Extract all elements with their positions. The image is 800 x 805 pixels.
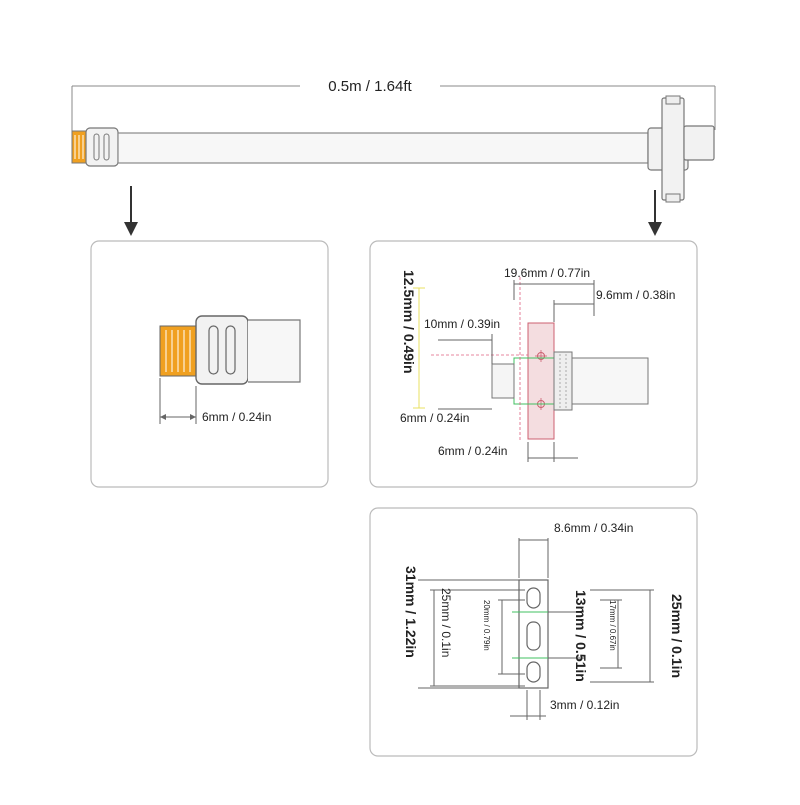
panel-left-width-label: 6mm / 0.24in	[202, 410, 271, 424]
total-height-label: 31mm / 1.22in	[403, 566, 419, 658]
side-view-drawing: 12.5mm / 0.49in 19.6mm / 0.77in 9.6mm / …	[400, 266, 675, 462]
cable-body	[117, 132, 649, 164]
body-width-label: 9.6mm / 0.38in	[596, 288, 675, 302]
total-width-label: 19.6mm / 0.77in	[504, 266, 590, 280]
plug-label: 6mm / 0.24in	[400, 411, 469, 425]
overall-length-dimension: 0.5m / 1.64ft	[71, 78, 716, 135]
arrow-left	[124, 186, 138, 236]
height-label: 12.5mm / 0.49in	[401, 270, 417, 374]
slot-height-label: 13mm / 0.51in	[573, 590, 589, 682]
hole-span-right-label: 25mm / 0.1in	[669, 594, 685, 678]
left-connector-head	[85, 127, 119, 167]
center-span-label: 20mm / 0.79in	[482, 600, 491, 651]
front-view-drawing: 8.6mm / 0.34in 31mm / 1.22in 25mm / 0.1i…	[403, 521, 685, 720]
flange-label: 6mm / 0.24in	[438, 444, 507, 458]
connector-closeup: 6mm / 0.24in	[159, 315, 301, 424]
bottom-label: 3mm / 0.12in	[550, 698, 619, 712]
hole-span-label: 25mm / 0.1in	[439, 588, 453, 657]
arrow-right	[648, 190, 662, 236]
mount-plate	[518, 579, 549, 689]
offset-label: 10mm / 0.39in	[424, 317, 500, 331]
right-plug	[683, 125, 715, 161]
panel-flange	[661, 97, 685, 201]
front-width-label: 8.6mm / 0.34in	[554, 521, 633, 535]
cable-top-view	[71, 95, 715, 203]
overall-length-label: 0.5m / 1.64ft	[328, 78, 412, 95]
slot-span-label: 17mm / 0.67in	[608, 600, 617, 651]
